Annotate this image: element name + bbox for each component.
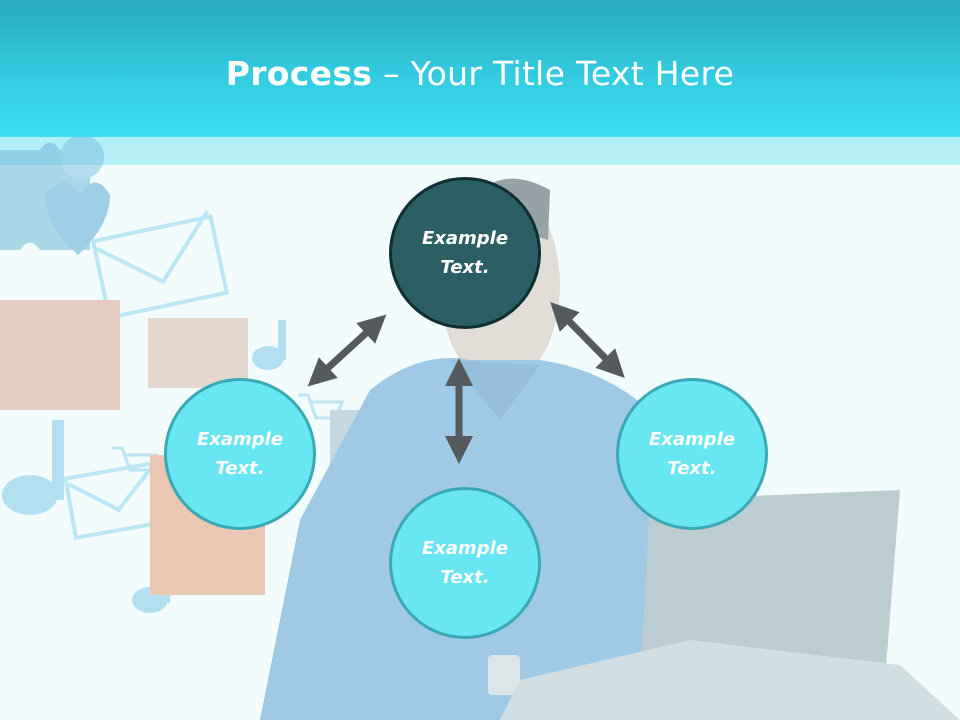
dot-icon (60, 137, 104, 179)
title-rest: – Your Title Text Here (372, 54, 735, 93)
node-text-line2: Text. (440, 567, 490, 588)
title-bar-strip (0, 137, 960, 165)
arrow-top-left (307, 314, 387, 387)
heart-icon (45, 182, 110, 255)
node-text-line1: Example (421, 228, 509, 249)
slide-title: Process – Your Title Text Here (0, 54, 960, 93)
node-text-line2: Text. (440, 257, 490, 278)
title-bar (0, 0, 960, 137)
node-text-line1: Example (421, 538, 509, 559)
music-note-icon (2, 320, 286, 613)
title-bold: Process (225, 54, 373, 93)
node-text-line1: Example (196, 429, 284, 450)
node-text-line2: Text. (667, 458, 717, 479)
arrow-top-right (550, 302, 625, 378)
node-text-line1: Example (648, 429, 736, 450)
laptop-figure (500, 490, 960, 720)
node-text-line2: Text. (215, 458, 265, 479)
